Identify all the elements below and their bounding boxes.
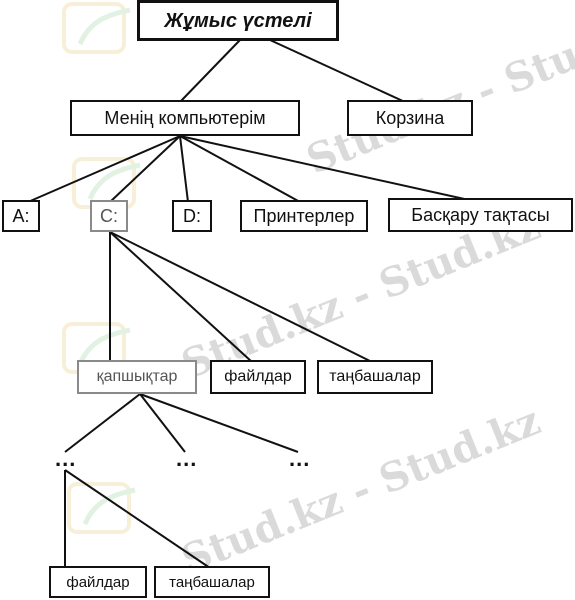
edge-folders-ellipsis-2	[139, 393, 186, 453]
node-sub-shortcuts[interactable]: таңбашалар	[154, 566, 270, 598]
node-drive-a[interactable]: A:	[2, 200, 40, 232]
node-my-computer[interactable]: Менің компьютерім	[70, 100, 300, 136]
node-drive-c[interactable]: C:	[90, 200, 128, 232]
edge-mycomputer-d	[179, 135, 189, 203]
ellipsis-folder-1: ...	[55, 446, 77, 471]
node-drive-d[interactable]: D:	[172, 200, 212, 232]
node-shortcuts[interactable]: таңбашалар	[317, 360, 433, 394]
node-recycle-bin[interactable]: Корзина	[347, 100, 473, 136]
node-files[interactable]: файлдар	[210, 360, 306, 394]
ellipsis-folder-2: ...	[176, 446, 198, 471]
edge-mycomputer-a	[27, 135, 181, 203]
ellipsis-folder-3: ...	[289, 446, 311, 471]
node-folders[interactable]: қапшықтар	[77, 360, 197, 394]
edge-desktop-recycle	[269, 39, 406, 103]
node-desktop[interactable]: Жұмыс үстелі	[137, 0, 339, 41]
edge-mycomputer-controlpanel	[179, 135, 479, 203]
edge-folders-ellipsis-1	[64, 393, 141, 453]
node-control-panel[interactable]: Басқару тақтасы	[388, 198, 573, 232]
edge-c-files	[109, 231, 253, 363]
edge-folders-ellipsis-3	[139, 393, 299, 453]
node-sub-files[interactable]: файлдар	[49, 566, 147, 598]
edge-mycomputer-printers	[179, 135, 301, 203]
edge-mycomputer-c	[109, 135, 181, 203]
edge-c-shortcuts	[109, 231, 373, 363]
edge-desktop-mycomputer	[179, 39, 241, 103]
node-printers[interactable]: Принтерлер	[240, 200, 368, 232]
edge-ellipsis-subshortcuts	[64, 469, 211, 569]
